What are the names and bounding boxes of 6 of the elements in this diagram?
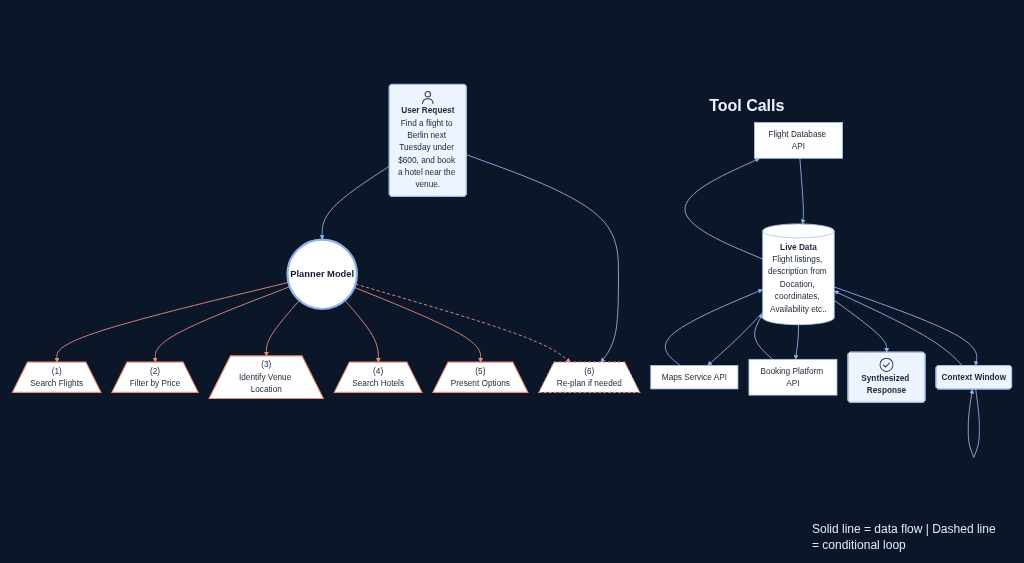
node-box: Flight Database API: [754, 122, 843, 159]
node-box: Maps Service API: [650, 365, 739, 390]
node-circle: Planner Model: [286, 238, 358, 311]
node-box: Booking Platform API: [748, 359, 838, 396]
section-heading: Tool Calls: [709, 96, 785, 115]
legend-note: Solid line = data flow | Dashed line = conditional loop: [812, 521, 997, 553]
